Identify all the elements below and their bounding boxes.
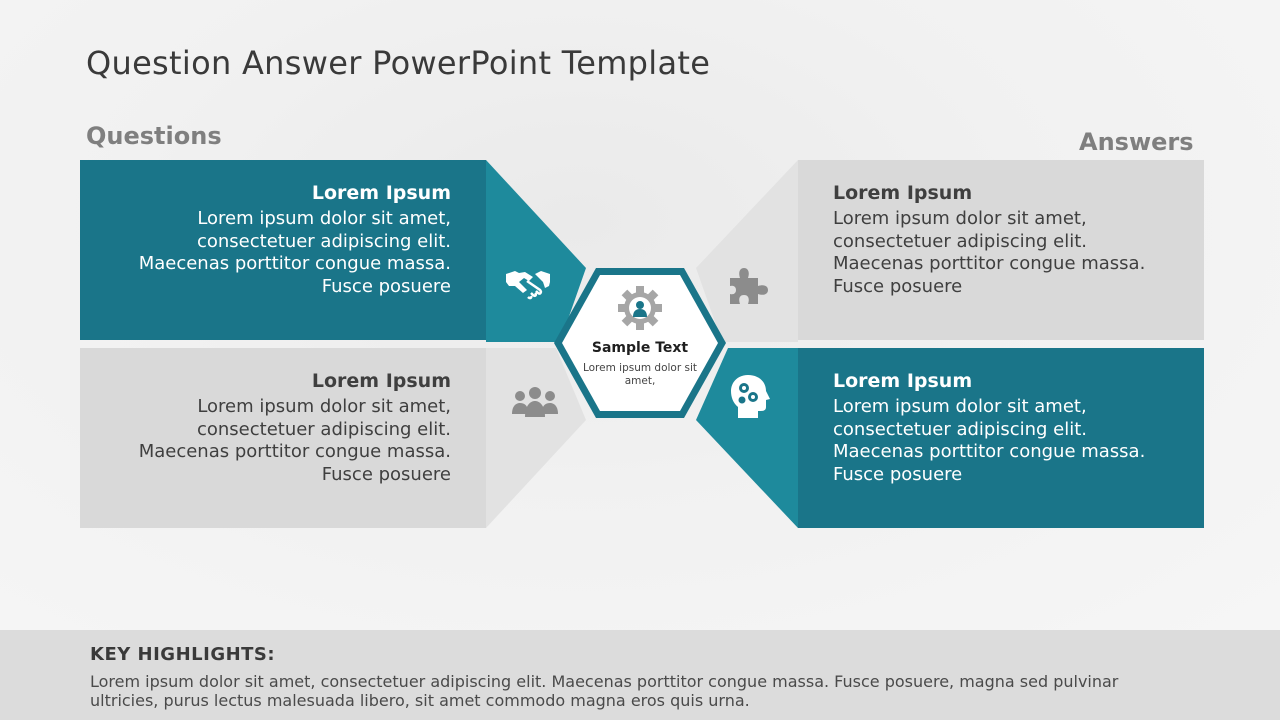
answer-1-heading: Lorem Ipsum (833, 182, 973, 204)
a2-arrow (696, 348, 798, 528)
answer-panel-2: Lorem Ipsum Lorem ipsum dolor sit amet, … (798, 348, 1204, 528)
q1-arrow (486, 160, 586, 342)
answer-panel-1: Lorem Ipsum Lorem ipsum dolor sit amet, … (798, 160, 1204, 340)
questions-label: Questions (86, 122, 222, 150)
answer-2-heading: Lorem Ipsum (833, 370, 973, 392)
question-panel-2: Lorem Ipsum Lorem ipsum dolor sit amet, … (80, 348, 486, 528)
question-1-heading: Lorem Ipsum (311, 182, 451, 204)
head-gears-icon (731, 375, 770, 418)
question-1-body: Lorem ipsum dolor sit amet, consectetuer… (138, 208, 451, 297)
center-hexagon (554, 268, 726, 418)
answers-label: Answers (1079, 128, 1194, 156)
handshake-icon (506, 271, 550, 300)
group-icon (512, 387, 558, 417)
answer-1-body: Lorem ipsum dolor sit amet, consectetuer… (833, 208, 1146, 297)
slide-title: Question Answer PowerPoint Template (86, 44, 711, 82)
question-2-body: Lorem ipsum dolor sit amet, consectetuer… (138, 396, 451, 485)
q2-arrow (486, 348, 586, 528)
question-2-heading: Lorem Ipsum (311, 370, 451, 392)
answer-2-body: Lorem ipsum dolor sit amet, consectetuer… (833, 396, 1146, 485)
a1-arrow (696, 160, 798, 342)
center-body: Lorem ipsum dolor sit amet, (582, 362, 698, 387)
key-highlights-body: Lorem ipsum dolor sit amet, consectetuer… (90, 672, 1119, 710)
question-panel-1: Lorem Ipsum Lorem ipsum dolor sit amet, … (80, 160, 486, 340)
footer-bar (0, 630, 1280, 720)
gear-person-icon (618, 286, 662, 330)
puzzle-icon (730, 268, 768, 304)
key-highlights-heading: KEY HIGHLIGHTS: (90, 644, 276, 665)
center-title: Sample Text (591, 340, 689, 356)
